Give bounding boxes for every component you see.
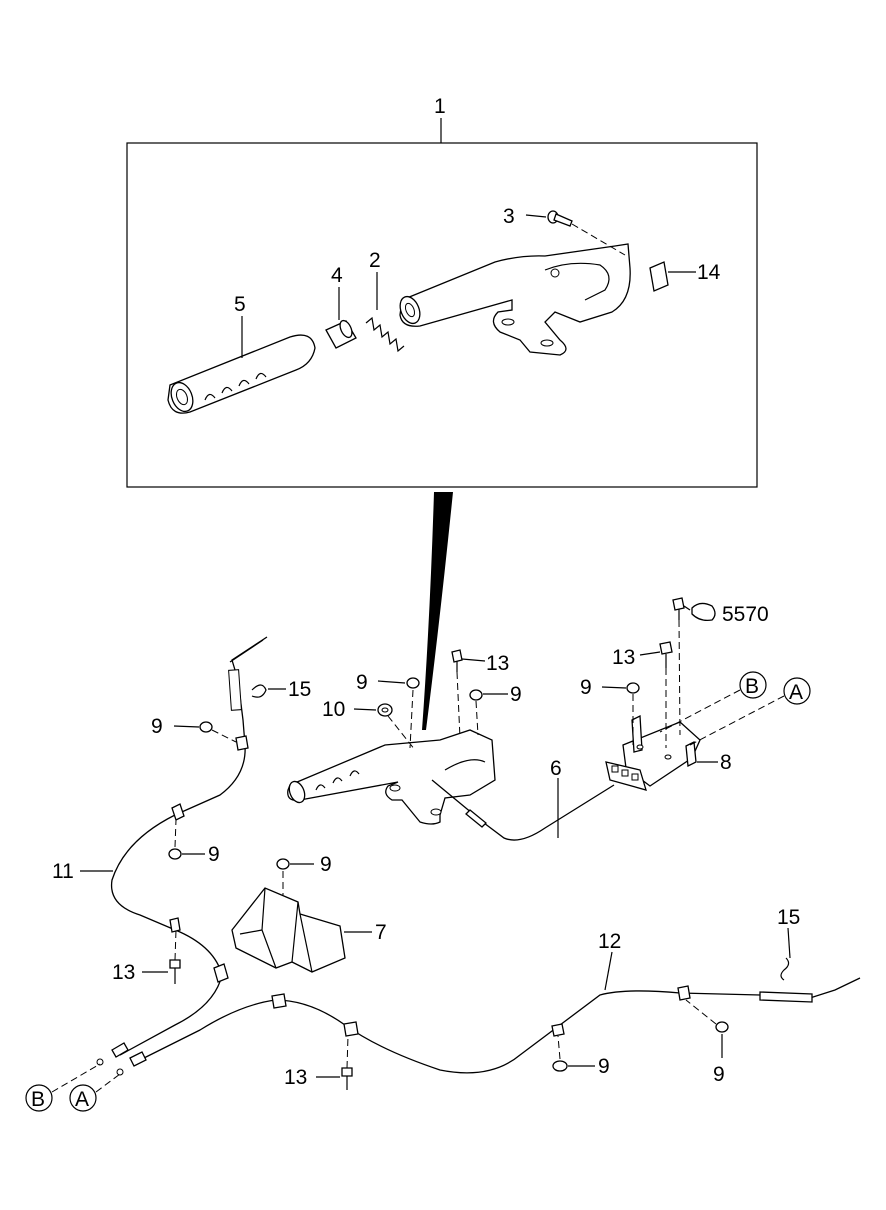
callout-9-shield: 9 xyxy=(320,853,332,876)
callout-9-lever-left: 9 xyxy=(356,671,368,694)
callout-4: 4 xyxy=(331,264,343,287)
nut xyxy=(715,1021,729,1033)
nut xyxy=(469,689,483,701)
svg-text:A: A xyxy=(75,1088,89,1111)
callout-13-bottom: 13 xyxy=(284,1066,307,1089)
bolt-13 xyxy=(169,959,181,984)
callout-10: 10 xyxy=(322,698,345,721)
callout-3: 3 xyxy=(503,205,515,228)
callout-1: 1 xyxy=(434,95,446,118)
bolt-13 xyxy=(451,649,463,672)
svg-text:A: A xyxy=(789,681,803,704)
right-rear-cable xyxy=(116,977,861,1076)
reference-marker-a: A xyxy=(783,677,811,705)
callout-9-bracket: 9 xyxy=(580,676,592,699)
callout-9-lever-right: 9 xyxy=(510,683,522,706)
callout-13-lever: 13 xyxy=(486,652,509,675)
callout-5: 5 xyxy=(234,293,246,316)
clip-15 xyxy=(251,684,267,698)
clip-15-right xyxy=(780,957,790,981)
nut xyxy=(199,721,213,733)
bolt-13 xyxy=(659,641,673,668)
callout-9-mid-left: 9 xyxy=(208,843,220,866)
callout-5570: 5570 xyxy=(722,603,769,626)
assembly-pointer xyxy=(422,492,453,730)
bolt xyxy=(547,210,573,227)
assembly-frame xyxy=(126,142,758,488)
svg-text:B: B xyxy=(31,1088,45,1111)
lever-grip xyxy=(167,334,316,414)
callout-9-left: 9 xyxy=(151,715,163,738)
nut xyxy=(552,1060,568,1072)
callout-9-bottom-right: 9 xyxy=(713,1063,725,1086)
lever-body xyxy=(399,243,631,356)
nut-10 xyxy=(377,703,393,717)
spring xyxy=(365,316,405,353)
callout-6: 6 xyxy=(550,757,562,780)
callout-14: 14 xyxy=(697,261,721,284)
installed-lever xyxy=(287,729,496,825)
callout-7: 7 xyxy=(375,921,387,944)
bolt-13 xyxy=(341,1067,353,1090)
equalizer-bracket xyxy=(605,714,701,791)
callout-13-bracket: 13 xyxy=(612,646,635,669)
callout-2: 2 xyxy=(369,249,381,272)
callout-15-right: 15 xyxy=(777,906,800,929)
clip xyxy=(649,261,669,292)
callout-11: 11 xyxy=(52,860,74,883)
callout-12: 12 xyxy=(598,930,621,953)
nut xyxy=(276,858,290,870)
reference-marker-a-bottom: A xyxy=(69,1084,97,1112)
callout-13-left: 13 xyxy=(112,961,135,984)
callout-15-top: 15 xyxy=(288,678,311,701)
svg-text:B: B xyxy=(745,675,759,698)
bolt-5570 xyxy=(672,597,716,622)
left-rear-cable xyxy=(96,636,268,1066)
reference-marker-b: B xyxy=(739,671,767,699)
heat-shield xyxy=(231,887,346,973)
nut xyxy=(168,848,182,860)
nut xyxy=(626,682,640,694)
reference-marker-b-bottom: B xyxy=(25,1084,53,1112)
front-cable xyxy=(431,779,615,841)
callout-9-bottom-mid: 9 xyxy=(598,1055,610,1078)
sleeve xyxy=(325,319,357,349)
callout-8: 8 xyxy=(720,751,732,774)
nut xyxy=(406,677,420,689)
